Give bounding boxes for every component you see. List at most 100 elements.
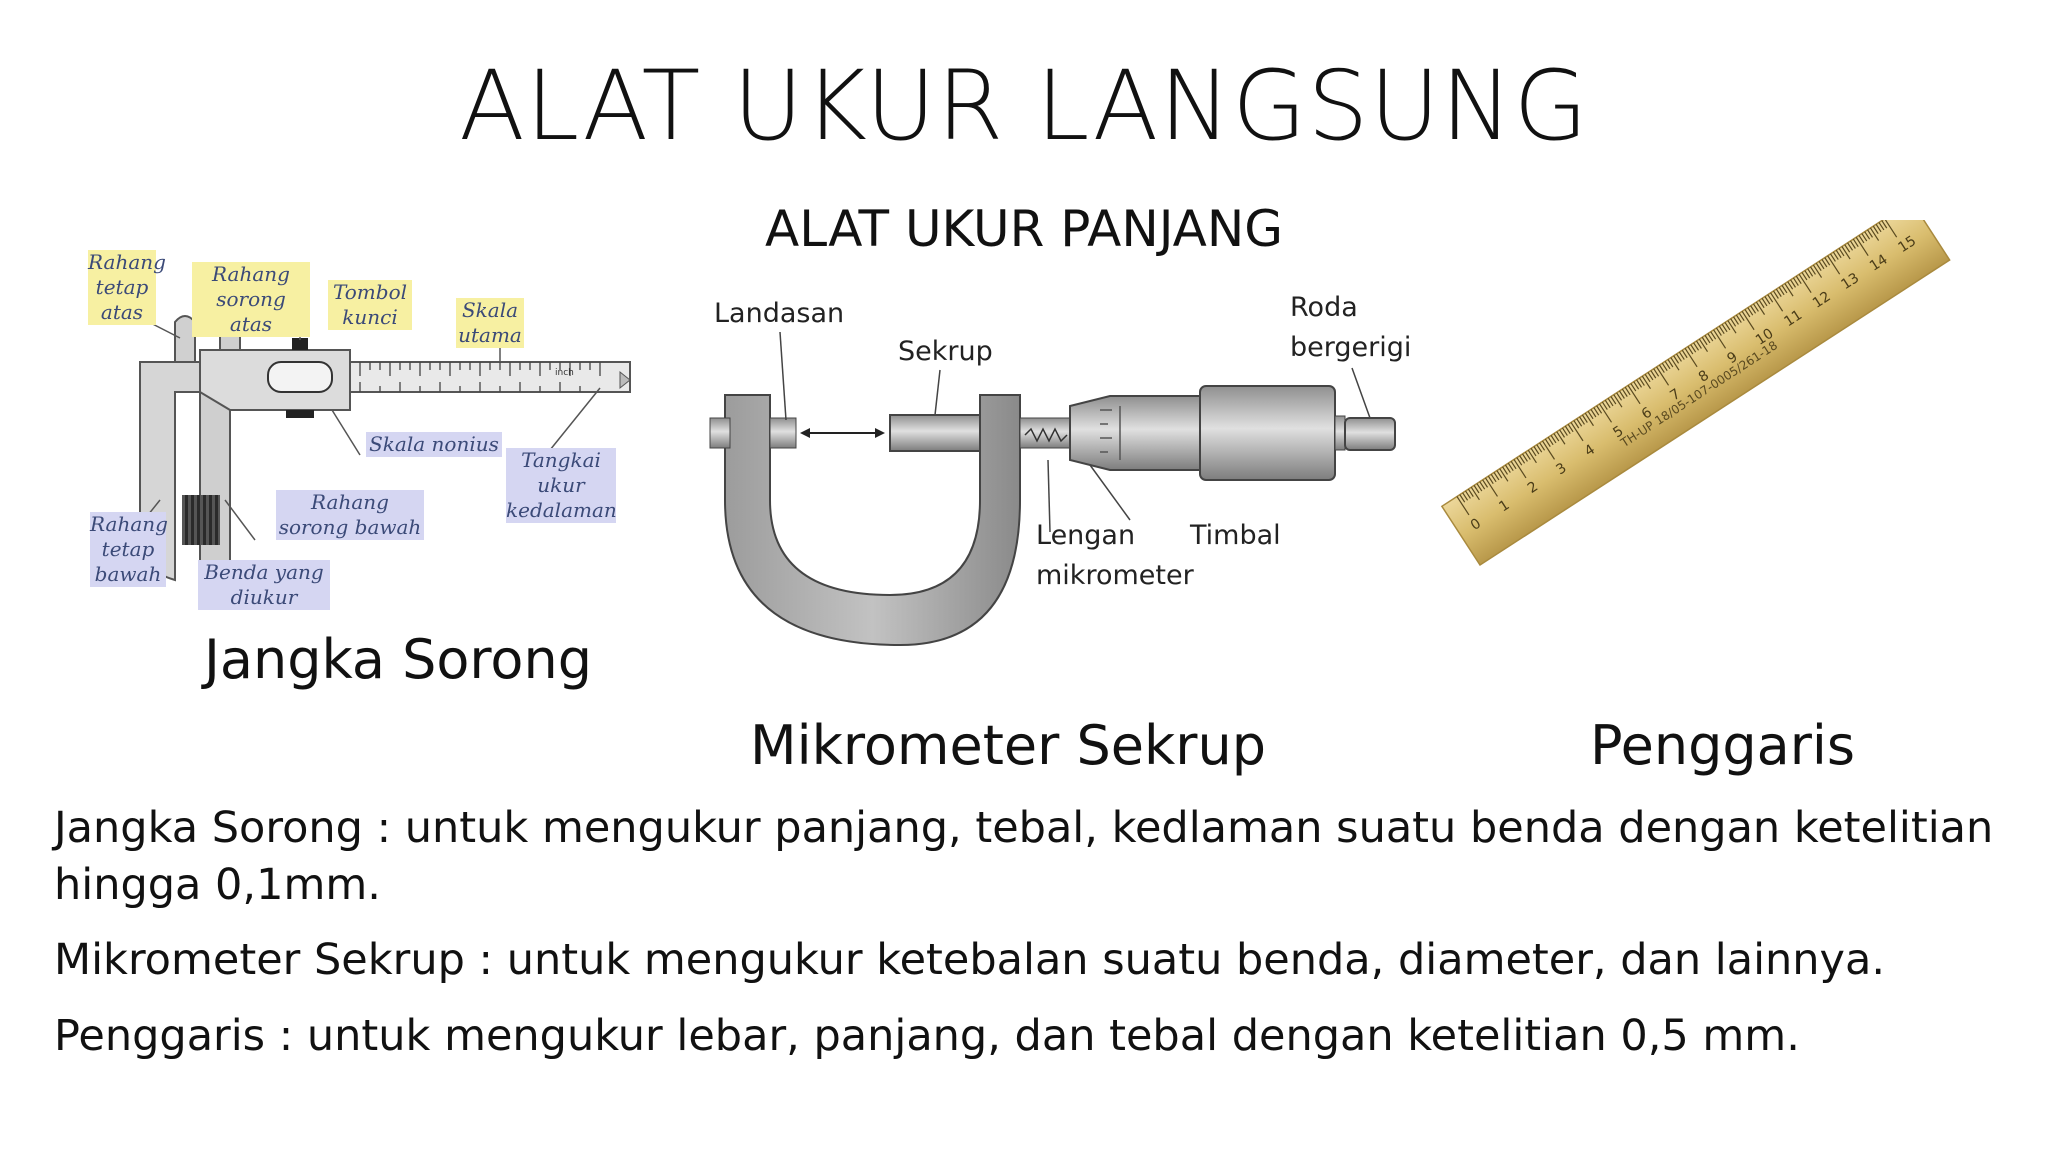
ruler-tick [1650, 370, 1657, 379]
ruler-tick [1778, 286, 1785, 296]
ruler-tick [1792, 277, 1799, 286]
caliper-label-benda-diukur: Benda yang diukur [198, 560, 330, 610]
ruler-tick [1781, 285, 1788, 294]
ruler-tick [1767, 294, 1774, 303]
description-micrometer: Mikrometer Sekrup : untuk mengukur keteb… [54, 935, 1886, 985]
ruler-tick [1753, 303, 1759, 312]
ruler-tick [1707, 333, 1714, 342]
micrometer-label-bergerigi: bergerigi [1290, 332, 1412, 363]
ruler-tick [1524, 451, 1531, 460]
ruler-tick [1627, 385, 1641, 405]
micrometer-figure: Landasan Sekrup Roda bergerigi Lengan mi… [680, 270, 1440, 650]
ruler-tick [1496, 470, 1503, 479]
ruler-tick [1801, 272, 1808, 281]
ruler-tick [1687, 346, 1694, 355]
caliper-scale-unit: inch [555, 368, 574, 378]
ruler-tick [1713, 329, 1727, 349]
ruler-tick [1539, 442, 1546, 451]
ruler-tick [1864, 231, 1871, 240]
ruler-tick [1869, 227, 1880, 241]
ruler-tick [1507, 462, 1514, 472]
ruler-tick [1482, 479, 1489, 488]
ruler-tick [1613, 394, 1623, 408]
ruler-tick [1676, 353, 1682, 362]
ruler-tick [1755, 301, 1766, 315]
ruler-tick [1758, 299, 1765, 309]
ruler-tick [1784, 283, 1794, 297]
ruler-tick [1775, 288, 1782, 297]
ruler-tick [1841, 246, 1851, 260]
ruler-tick [1715, 327, 1722, 336]
ruler-tick [1690, 344, 1697, 353]
ruler-tick [1601, 401, 1608, 410]
ruler-tick [1470, 486, 1480, 501]
micrometer-label-sekrup: Sekrup [898, 336, 993, 367]
slide-subtitle: ALAT UKUR PANJANG [764, 200, 1284, 258]
ruler-tick [1564, 425, 1571, 434]
ruler-tick [1641, 375, 1651, 390]
ruler-tick [1875, 223, 1882, 233]
ruler-tick [1547, 436, 1554, 446]
slide-title: ALAT UKUR LANGSUNG [459, 50, 1589, 162]
ruler-tick [1619, 390, 1625, 399]
ruler-tick [1530, 448, 1537, 457]
caliper-label-rahang-tetap-atas: Rahang tetap atas [88, 250, 166, 325]
ruler-tick [1656, 366, 1670, 386]
ruler-tick [1827, 255, 1841, 275]
ruler-tick [1664, 360, 1671, 370]
ruler-tick [1670, 357, 1680, 371]
ruler-tick [1559, 429, 1566, 438]
ruler-tick [1667, 359, 1674, 368]
ruler-tick [1821, 259, 1828, 268]
caliper-label-rahang-sorong-bawah: Rahang sorong bawah [276, 490, 424, 540]
ruler-tick [1616, 392, 1623, 401]
ruler-tick [1556, 431, 1566, 445]
ruler-tick [1884, 220, 1898, 238]
ruler-tick [1861, 233, 1868, 242]
ruler-tick [1750, 305, 1757, 314]
ruler-tick [1533, 446, 1540, 455]
micrometer-label-roda: Roda [1290, 292, 1358, 323]
ruler-tick [1684, 348, 1698, 368]
ruler-tick [1721, 323, 1728, 333]
ruler-tick [1544, 438, 1551, 447]
ruler-tick [1673, 355, 1680, 364]
ruler-tick [1724, 322, 1731, 331]
ruler-tick [1741, 310, 1755, 331]
ruler-tick [1504, 464, 1511, 473]
ruler-tick [1730, 318, 1737, 327]
micrometer-caption: Mikrometer Sekrup [750, 714, 1266, 777]
micrometer-drawing [709, 331, 1396, 647]
ruler-tick [1678, 351, 1685, 360]
ruler-tick [1584, 412, 1594, 427]
ruler-tick [1510, 460, 1517, 470]
ruler-tick [1772, 290, 1779, 299]
description-caliper: Jangka Sorong : untuk mengukur panjang, … [54, 800, 1994, 914]
ruler-tick [1701, 336, 1708, 346]
ruler-tick [1467, 488, 1474, 497]
ruler-tick [1490, 473, 1497, 483]
ruler-tick [1527, 449, 1537, 464]
ruler-tick [1830, 253, 1836, 262]
ruler-tick [1581, 414, 1588, 423]
ruler-tick [1610, 396, 1617, 405]
ruler-tick [1573, 420, 1580, 429]
ruler-tick [1847, 242, 1854, 251]
ruler-tick [1596, 405, 1603, 414]
ruler-tick [1872, 225, 1879, 235]
ruler-tick [1718, 325, 1725, 335]
ruler-tick [1844, 244, 1851, 253]
ruler-tick [1735, 314, 1742, 323]
ruler-tick [1599, 403, 1613, 423]
ruler-tick [1727, 320, 1737, 334]
ruler-tick [1855, 236, 1869, 257]
ruler-tick [1867, 229, 1873, 238]
ruler-tick [1459, 494, 1466, 503]
ruler-tick [1567, 423, 1574, 433]
ruler-tick [1553, 433, 1560, 442]
ruler-tick [1576, 418, 1583, 427]
ruler-caption: Penggaris [1590, 714, 1856, 777]
ruler-tick [1624, 386, 1631, 396]
